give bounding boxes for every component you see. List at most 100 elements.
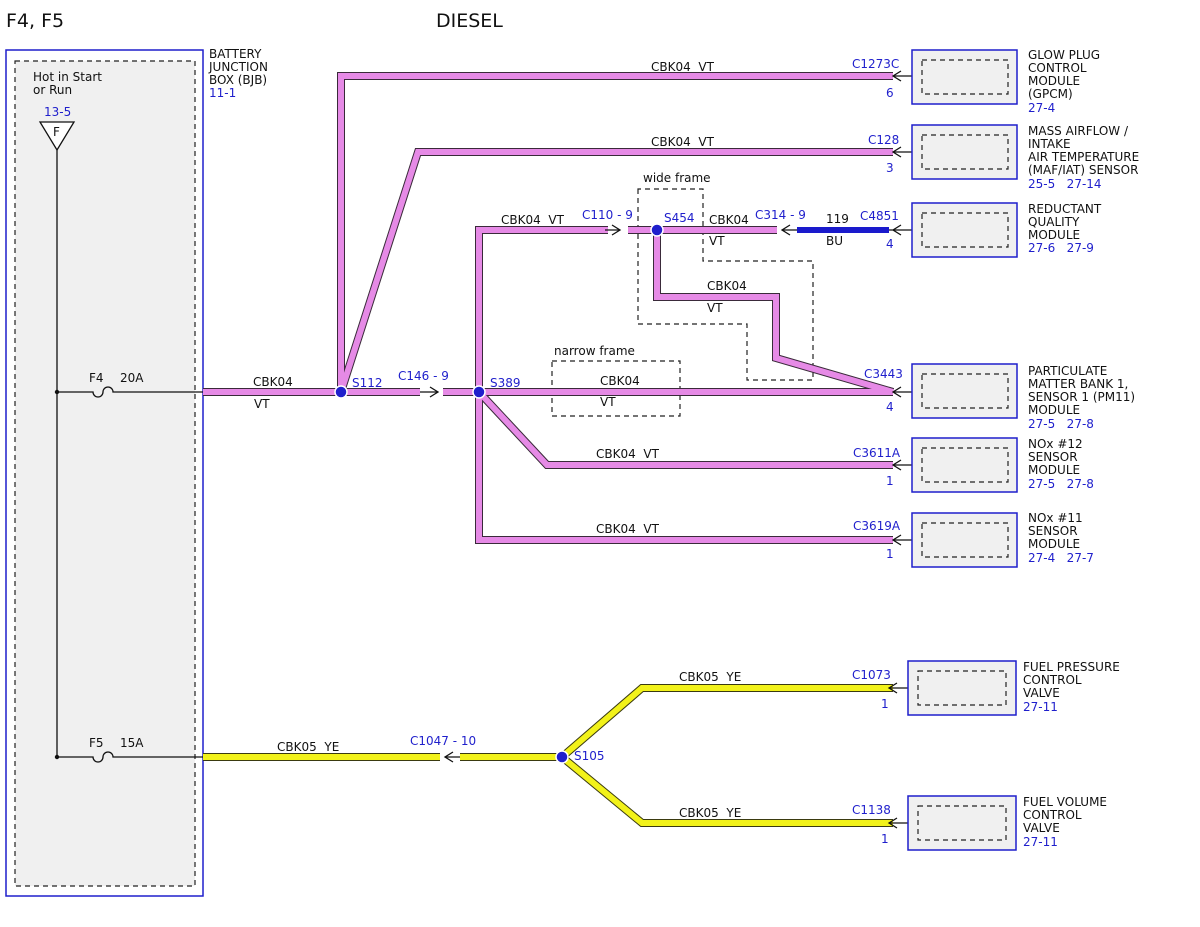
pin-arrow-icon	[891, 534, 912, 546]
battery-junction-box: BATTERY JUNCTION BOX (BJB) 11-1 Hot in S…	[5, 47, 268, 897]
pin-label: 1	[881, 697, 889, 711]
module-box	[911, 363, 1018, 419]
module-ref[interactable]: 27-4	[1028, 101, 1055, 115]
module-name-line: QUALITY	[1028, 215, 1080, 229]
module-ref[interactable]: 27-5 27-8	[1028, 477, 1094, 491]
module-name-line: (GPCM)	[1028, 87, 1073, 101]
module-name-line: FUEL VOLUME	[1023, 795, 1107, 809]
connector-c1273c[interactable]: C1273C	[852, 57, 899, 71]
connector-c3611a[interactable]: C3611A	[853, 446, 901, 460]
bjb-inner-frame	[14, 60, 196, 887]
module-gpcm[interactable]: C1273C 6 GLOW PLUG CONTROL MODULE (GPCM)…	[852, 48, 1100, 115]
splice-s389-label[interactable]: S389	[490, 376, 521, 390]
variant-title: DIESEL	[436, 10, 503, 32]
wide-frame	[637, 188, 814, 381]
connector-c1138[interactable]: C1138	[852, 803, 891, 817]
wire-to-nox11	[476, 392, 893, 543]
module-box	[911, 437, 1018, 493]
wire-to-nox12	[476, 389, 893, 468]
splice-s454[interactable]	[650, 223, 664, 237]
pin-arrow-icon	[891, 386, 912, 398]
module-maf-iat[interactable]: C128 3 MASS AIRFLOW / INTAKE AIR TEMPERA…	[868, 124, 1139, 191]
pin-arrow-icon	[887, 817, 908, 829]
module-ref[interactable]: 27-4 27-7	[1028, 551, 1094, 565]
wire-label-s454-circuit: CBK04	[709, 213, 749, 227]
module-name-line: MODULE	[1028, 537, 1080, 551]
module-inner	[921, 373, 1009, 409]
connector-c128[interactable]: C128	[868, 133, 899, 147]
module-pm11[interactable]: C3443 4 PARTICULATE MATTER BANK 1, SENSO…	[864, 363, 1135, 431]
splice-s454-label[interactable]: S454	[664, 211, 695, 225]
fuse-f5-icon	[57, 751, 203, 763]
c146-label[interactable]: C146 - 9	[398, 369, 449, 383]
module-nox11[interactable]: C3619A 1 NOx #11 SENSOR MODULE 27-4 27-7	[853, 511, 1094, 568]
module-ref[interactable]: 27-11	[1023, 835, 1058, 849]
c1047-label[interactable]: C1047 - 10	[410, 734, 476, 748]
connector-c1073[interactable]: C1073	[852, 668, 891, 682]
or-run-label: or Run	[33, 83, 72, 97]
wire-label-fpcv: CBK05 YE	[679, 670, 741, 684]
module-name-line: MASS AIRFLOW /	[1028, 124, 1129, 138]
module-name-line: SENSOR 1 (PM11)	[1028, 390, 1135, 404]
connector-arrow-icon	[443, 751, 460, 763]
pin-label: 6	[886, 86, 894, 100]
inline-connector-c146[interactable]: C146 - 9	[398, 369, 449, 398]
pin-arrow-icon	[891, 459, 912, 471]
pin-arrow-icon	[889, 224, 912, 236]
splice-s105[interactable]	[555, 750, 569, 764]
module-fuel-pressure-valve[interactable]: C1073 1 FUEL PRESSURE CONTROL VALVE 27-1…	[852, 660, 1120, 716]
module-fuel-volume-valve[interactable]: C1138 1 FUEL VOLUME CONTROL VALVE 27-11	[852, 795, 1107, 851]
wire-to-fvcv	[560, 754, 893, 826]
wire-label-s454-color: VT	[709, 234, 725, 248]
wire-label-maf: CBK04 VT	[651, 135, 715, 149]
module-ref[interactable]: 25-5 27-14	[1028, 177, 1102, 191]
connector-arrow-icon	[420, 386, 440, 398]
module-inner	[921, 522, 1009, 558]
bjb-label-line2: JUNCTION	[208, 60, 268, 74]
module-nox12[interactable]: C3611A 1 NOx #12 SENSOR MODULE 27-5 27-8	[853, 437, 1094, 493]
splice-s389[interactable]	[472, 385, 486, 399]
bjb-label-line3: BOX (BJB)	[209, 73, 267, 87]
splice-s105-label[interactable]: S105	[574, 749, 605, 763]
inline-connector-c110[interactable]: C110 - 9	[582, 208, 633, 236]
fuse-f4-name: F4	[89, 371, 104, 385]
wire-label-119: 119	[826, 212, 849, 226]
wire-label-nox11: CBK04 VT	[596, 522, 660, 536]
fuse-f5-name: F5	[89, 736, 104, 750]
connector-c3619a[interactable]: C3619A	[853, 519, 901, 533]
module-ref[interactable]: 27-5 27-8	[1028, 417, 1094, 431]
splice-s112-label[interactable]: S112	[352, 376, 383, 390]
module-name-line: MODULE	[1028, 228, 1080, 242]
module-ref[interactable]: 27-11	[1023, 700, 1058, 714]
bjb-ref[interactable]: 11-1	[209, 86, 236, 100]
connector-c3443[interactable]: C3443	[864, 367, 903, 381]
fuse-f4-rating: 20A	[120, 371, 144, 385]
c314-label[interactable]: C314 - 9	[755, 208, 806, 222]
module-inner	[921, 134, 1009, 170]
module-inner	[921, 447, 1009, 483]
connector-c4851[interactable]: C4851	[860, 209, 899, 223]
hot-ref[interactable]: 13-5	[44, 105, 71, 119]
connector-arrow-icon	[780, 224, 797, 236]
wire-label-bu: BU	[826, 234, 843, 248]
module-reductant-quality[interactable]: C4851 4 REDUCTANT QUALITY MODULE 27-6 27…	[860, 202, 1102, 258]
module-name-line: CONTROL	[1028, 61, 1087, 75]
pin-label: 3	[886, 161, 894, 175]
wire-label-f4-color: VT	[254, 397, 270, 411]
inline-connector-c314[interactable]: C314 - 9	[755, 208, 806, 236]
fuse-f5-rating: 15A	[120, 736, 144, 750]
module-box	[911, 512, 1018, 568]
pin-label: 4	[886, 400, 894, 414]
wire-label-f4-circuit: CBK04	[253, 375, 293, 389]
module-inner	[921, 212, 1009, 248]
yellow-wires	[203, 685, 893, 826]
pin-arrow-icon	[887, 682, 908, 694]
c110-label[interactable]: C110 - 9	[582, 208, 633, 222]
module-ref[interactable]: 27-6 27-9	[1028, 241, 1094, 255]
splice-s112[interactable]	[334, 385, 348, 399]
pin-arrow-icon	[891, 146, 912, 158]
inline-connector-c1047[interactable]: C1047 - 10	[410, 734, 476, 763]
wire-label-pm-circuit: CBK04	[600, 374, 640, 388]
wide-frame-label: wide frame	[643, 171, 711, 185]
wire-label-c110: CBK04 VT	[501, 213, 565, 227]
